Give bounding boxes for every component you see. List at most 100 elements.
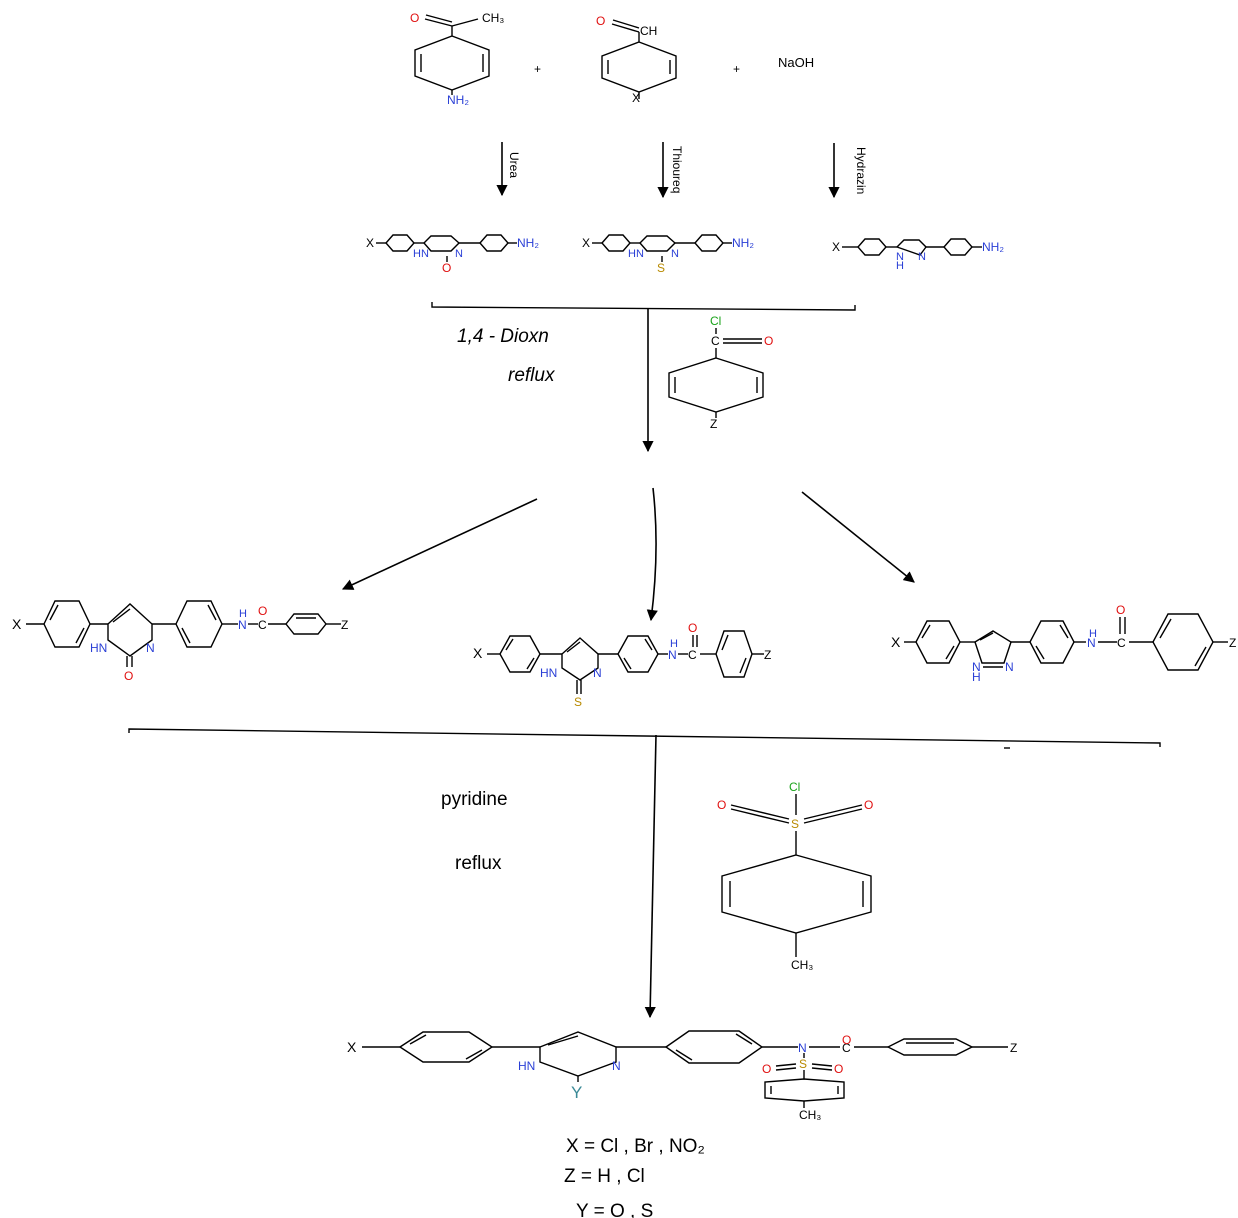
svg-text:Z: Z [1229,636,1236,650]
svg-text:X: X [832,240,840,254]
naoh-label: NaOH [778,55,814,70]
arrow-to-amide-1 [341,498,538,590]
svg-text:N: N [972,660,981,674]
svg-text:HN: HN [518,1059,535,1073]
svg-text:N: N [146,641,155,655]
final-product: X N C O Z S O O CH₃ HN N [347,1030,1017,1122]
svg-text:S: S [657,261,665,275]
amide-pyrazole: X N H C O Z N N H [891,603,1236,684]
svg-text:X: X [582,236,590,250]
r2-oxygen: O [596,14,605,28]
svg-text:N: N [593,666,602,680]
arrow-sulfonylation [644,734,657,1019]
svg-text:NH₂: NH₂ [982,240,1004,254]
tosyl-chloride: Cl S O O CH₃ [717,780,873,972]
r1-oxygen: O [410,11,419,25]
svg-text:O: O [834,1062,843,1076]
svg-text:X: X [473,645,483,661]
svg-text:O: O [842,1033,851,1047]
svg-text:NH₂: NH₂ [732,236,754,250]
reagent-4-aminoacetophenone: O CH₃ NH₂ [410,11,504,107]
plus-sign-2: + [733,62,740,76]
svg-text:N: N [896,251,904,263]
svg-text:O: O [1116,603,1125,617]
svg-text:C: C [1117,636,1126,650]
svg-text:X: X [366,236,374,250]
bracket-intermediates [431,302,856,311]
svg-text:O: O [764,334,773,348]
intermediate-pyrazole: X NH₂ N N H [832,238,1004,272]
svg-text:CH₃: CH₃ [799,1108,821,1122]
svg-text:H: H [670,638,678,650]
svg-text:HN: HN [540,666,557,680]
svg-text:Z: Z [341,618,348,632]
svg-text:HN: HN [90,641,107,655]
svg-text:H: H [239,608,247,620]
svg-text:X: X [347,1039,357,1055]
pyridine-label: pyridine [441,789,508,810]
svg-text:O: O [717,798,726,812]
legend-z: Z = H , Cl [564,1166,645,1187]
svg-text:N: N [1087,636,1096,650]
svg-text:N: N [918,251,926,263]
hydrazin-label: Hydrazin [854,147,868,194]
svg-text:N: N [238,618,247,632]
svg-text:CH₃: CH₃ [791,958,813,972]
reflux-label-1: reflux [508,365,556,386]
svg-text:O: O [688,621,697,635]
svg-text:N: N [1005,660,1014,674]
svg-text:S: S [574,695,582,709]
svg-text:N: N [668,648,677,662]
svg-text:Cl: Cl [789,780,800,794]
svg-text:N: N [612,1059,621,1073]
svg-text:Z: Z [1010,1041,1017,1055]
svg-text:X: X [12,616,22,632]
svg-text:NH₂: NH₂ [517,236,539,250]
svg-text:Z: Z [710,417,717,431]
svg-text:C: C [688,648,697,662]
svg-text:H: H [972,670,981,684]
r1-methyl: CH₃ [482,11,504,25]
amide-pyrimidinethione: X N H C O Z HN N S [473,621,771,709]
r1-amine: NH₂ [447,93,469,107]
acyl-chloride: Cl C O Z [668,314,773,431]
svg-text:Y: Y [571,1083,582,1102]
reagent-benzaldehyde: O CH X [596,14,677,105]
svg-text:Cl: Cl [710,314,721,328]
intermediate-pyrimidinone: X NH₂ HN N O [366,234,539,275]
svg-text:O: O [442,261,451,275]
svg-text:H: H [1089,628,1097,640]
urea-label: Urea [507,152,521,178]
svg-text:Z: Z [764,648,771,662]
svg-text:HN: HN [628,248,644,260]
svg-text:O: O [124,669,133,683]
bracket-amides [128,728,1161,747]
legend-x: X = Cl , Br , NO₂ [566,1136,705,1157]
svg-text:C: C [842,1041,851,1055]
svg-text:O: O [762,1062,771,1076]
dioxane-label: 1,4 - Dioxn [457,326,549,347]
intermediate-pyrimidinethione: X NH₂ HN N S [582,234,754,275]
amide-pyrimidinone: X N H C O Z HN N O [12,600,348,683]
plus-sign-1: + [534,62,541,76]
svg-text:O: O [864,798,873,812]
thiourea-label: Thioureq [670,146,684,193]
svg-text:C: C [711,334,720,348]
r2-aldehyde: CH [640,24,657,38]
legend-y: Y = O , S [576,1201,653,1218]
svg-text:O: O [258,604,267,618]
reflux-label-2: reflux [455,853,502,874]
arrow-to-amide-2 [646,487,658,622]
svg-text:C: C [258,618,267,632]
svg-text:S: S [791,817,799,831]
svg-text:N: N [671,248,679,260]
r2-substituent-x: X [632,91,640,105]
svg-text:HN: HN [413,248,429,260]
arrow-to-amide-3 [801,491,915,583]
svg-text:X: X [891,634,901,650]
svg-text:N: N [455,248,463,260]
svg-text:S: S [799,1057,807,1071]
svg-text:N: N [798,1041,807,1055]
svg-text:H: H [896,260,904,272]
